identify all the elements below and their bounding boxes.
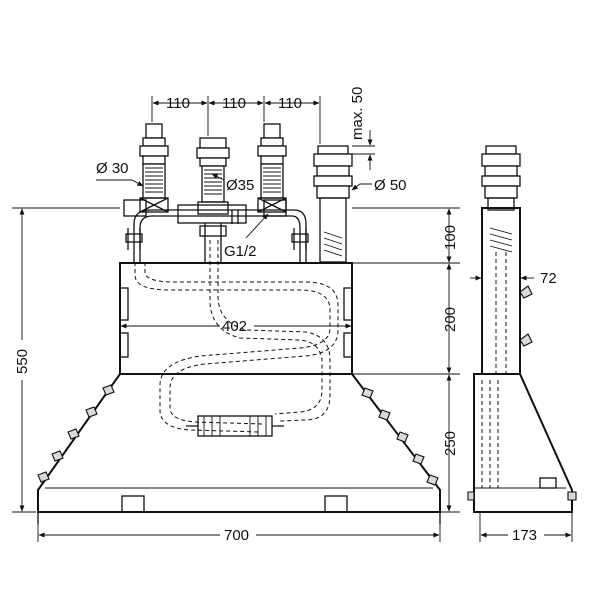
dim-700: 700 <box>37 524 441 544</box>
dim-173: 173 <box>479 512 573 544</box>
connector-block <box>197 415 273 437</box>
side-lower <box>473 373 573 513</box>
dim-402: 402 <box>120 318 352 335</box>
hose-dashed-1 <box>134 262 331 433</box>
foot-right <box>324 495 348 513</box>
manifold-pipe <box>139 215 301 262</box>
dim-110-b: 110 <box>222 95 246 112</box>
valve-left <box>139 123 169 213</box>
dim-spacings: 110 110 110 <box>151 95 321 144</box>
dim-thread-label: G1/2 <box>224 243 257 260</box>
dim-100-label: 100 <box>442 225 459 250</box>
lugs-right <box>361 387 439 486</box>
dim-dia50: Ø 50 <box>351 177 407 194</box>
dim-max50: max. 50 <box>349 87 375 170</box>
foot-left <box>121 495 145 513</box>
dim-dia35-label: Ø35 <box>226 177 254 194</box>
hose-dashed-4 <box>217 240 331 422</box>
dim-200-label: 200 <box>442 307 459 332</box>
hose-dashed-3 <box>209 240 323 415</box>
dim-dia35: Ø35 <box>211 173 254 194</box>
side-upper <box>481 207 521 375</box>
dim-402-label: 402 <box>222 318 247 335</box>
dim-550-label: 550 <box>14 349 31 374</box>
dim-173-label: 173 <box>512 527 537 544</box>
dim-550: 550 <box>12 207 120 513</box>
dim-heights: 100 200 250 <box>352 207 460 513</box>
valve-right <box>257 123 287 213</box>
dim-110-c: 110 <box>278 95 302 112</box>
dim-dia50-label: Ø 50 <box>374 177 407 194</box>
side-view: 72 173 <box>467 145 577 544</box>
front-view: 110 110 110 max. 50 Ø 30 Ø35 Ø 50 <box>12 87 460 544</box>
hose-dashed-2 <box>144 262 339 425</box>
dim-dia30: Ø 30 <box>96 160 144 187</box>
valve-center <box>196 137 230 215</box>
dim-250-label: 250 <box>442 431 459 456</box>
dim-72: 72 <box>470 270 557 287</box>
dim-72-label: 72 <box>540 270 557 287</box>
dim-110-a: 110 <box>166 95 190 112</box>
dim-max50-label: max. 50 <box>349 87 366 140</box>
dim-700-label: 700 <box>224 527 249 544</box>
body-trapezoid <box>37 373 441 513</box>
lugs-left <box>37 384 115 483</box>
dim-dia30-label: Ø 30 <box>96 160 129 177</box>
dim-thread: G1/2 <box>224 213 269 260</box>
spout-column <box>313 145 353 263</box>
